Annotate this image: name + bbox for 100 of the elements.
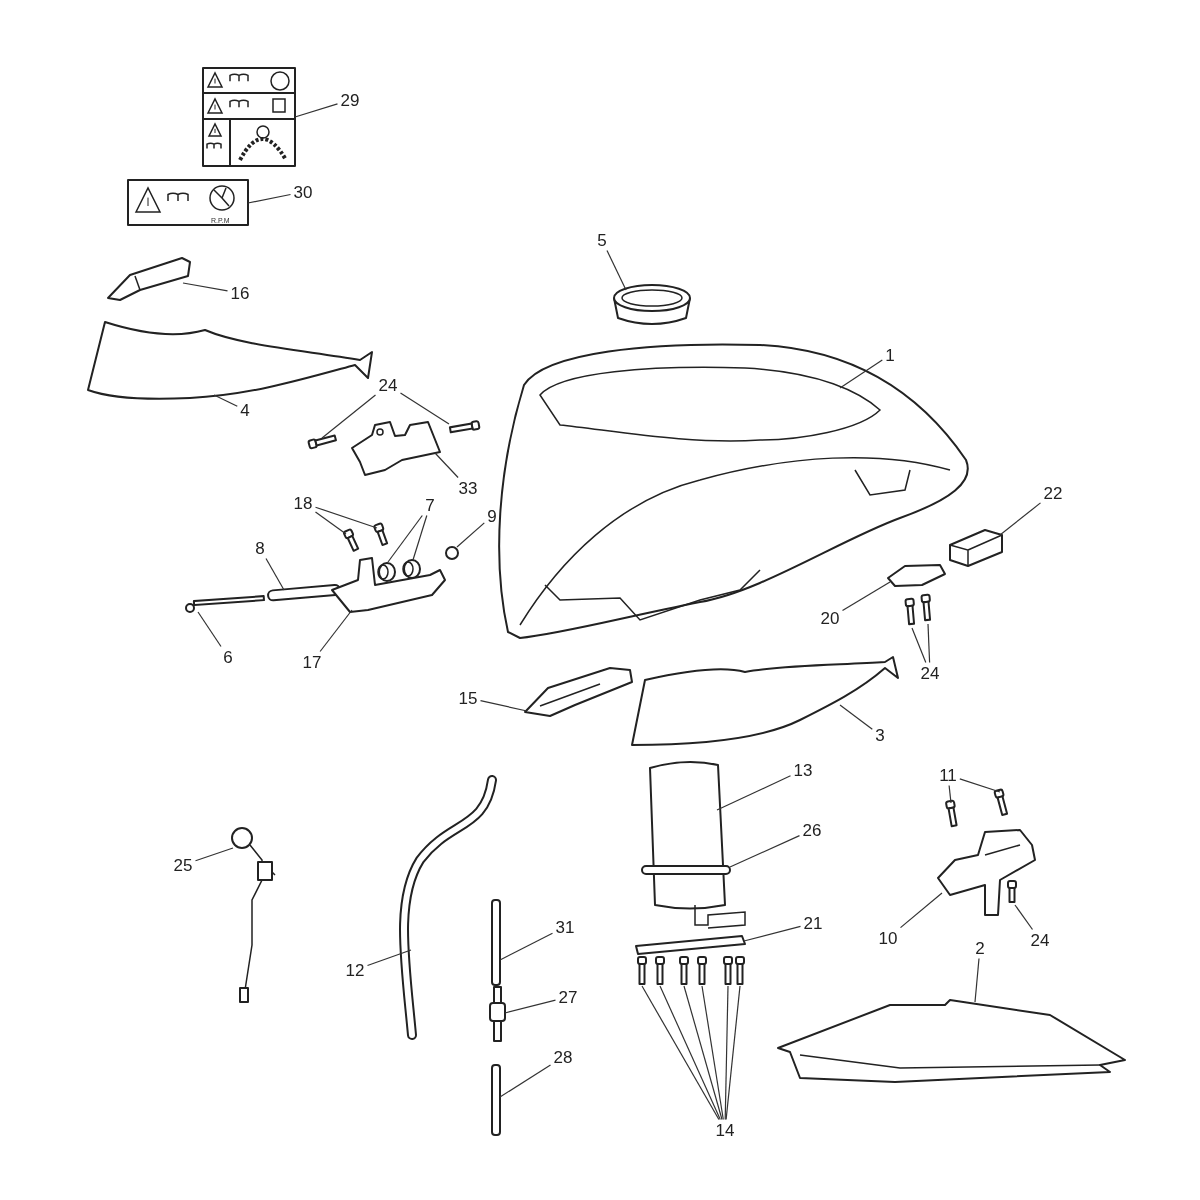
nut (445, 546, 459, 560)
warning-decal-drawing (127, 179, 249, 226)
callout-number: 16 (228, 283, 252, 303)
leader-line (716, 775, 792, 811)
screw (342, 527, 360, 552)
rubber-block (949, 529, 1003, 567)
bolt (993, 788, 1009, 817)
callout-number: 21 (801, 913, 825, 933)
callout-number: 4 (238, 400, 252, 420)
leader-line (743, 925, 802, 942)
leader-line (911, 627, 927, 664)
o-ring (641, 865, 731, 875)
leader-line (899, 892, 943, 929)
leader-line (197, 611, 222, 648)
bolt (679, 956, 689, 985)
leader-line (265, 557, 285, 591)
callout-number: 24 (376, 375, 400, 395)
leader-line (974, 957, 980, 1003)
callout-number: 26 (800, 820, 824, 840)
callout-number: 8 (253, 538, 267, 558)
side-panel (631, 656, 899, 746)
hose-connector (489, 986, 506, 1042)
leader-line (314, 511, 347, 535)
fuel-pump (649, 761, 746, 929)
leader-line (999, 502, 1042, 536)
callout-number: 7 (423, 495, 437, 515)
leader-line (927, 623, 931, 664)
leader-line (387, 514, 423, 563)
side-panel (87, 321, 373, 400)
heat-shield (777, 999, 1126, 1083)
leader-line (499, 932, 554, 961)
leader-line (948, 784, 952, 804)
bush (377, 562, 396, 582)
callout-number: 24 (1028, 930, 1052, 950)
bolt (697, 956, 707, 985)
leader-line (213, 394, 238, 407)
leader-line (659, 985, 721, 1121)
bolt (1007, 880, 1017, 903)
leader-line (683, 985, 723, 1121)
leader-line (247, 193, 292, 204)
screw (904, 597, 916, 626)
leader-line (701, 985, 724, 1121)
callout-number: 12 (343, 960, 367, 980)
leader-line (366, 949, 412, 967)
hose (491, 899, 501, 986)
callout-number: 2 (973, 938, 987, 958)
callout-number: 25 (171, 855, 195, 875)
leader-line (294, 103, 339, 118)
leader-line (606, 249, 627, 291)
callout-number: 22 (1041, 483, 1065, 503)
leader-line (1014, 904, 1034, 931)
leader-line (314, 506, 378, 529)
callout-number: 5 (595, 230, 609, 250)
trim-piece (524, 667, 633, 717)
tube (266, 583, 342, 602)
callout-number: 24 (918, 663, 942, 683)
warning-decal-drawing (202, 67, 296, 167)
fuel-level-sender (231, 827, 276, 1003)
callout-number: 9 (485, 506, 499, 526)
fuel-tank (498, 343, 969, 639)
callout-number: 33 (456, 478, 480, 498)
leader-line (412, 514, 428, 561)
callout-number: 20 (818, 608, 842, 628)
callout-number: 17 (300, 652, 324, 672)
bolt (723, 956, 733, 985)
screw (920, 593, 932, 622)
callout-number: 27 (556, 987, 580, 1007)
leader-line (504, 999, 557, 1014)
leader-line (841, 581, 891, 612)
filler-ring (613, 284, 691, 325)
leader-line (182, 282, 229, 292)
leader-line (839, 359, 883, 389)
screw (372, 522, 389, 546)
trim-piece (107, 257, 191, 301)
leader-line (479, 700, 528, 712)
gasket (635, 935, 746, 955)
bolt (307, 434, 337, 450)
callout-number: 10 (876, 928, 900, 948)
bolt (448, 419, 481, 434)
leader-line (839, 704, 873, 730)
bolt (735, 956, 745, 985)
bolt (637, 956, 647, 985)
leader-line (399, 392, 450, 425)
leader-line (456, 522, 485, 548)
callout-number: 31 (553, 917, 577, 937)
callout-number: 6 (221, 647, 235, 667)
mounting-bracket (937, 829, 1036, 916)
callout-number: 13 (791, 760, 815, 780)
leader-line (725, 985, 741, 1121)
rod (185, 595, 265, 613)
callout-number: 28 (551, 1047, 575, 1067)
leader-line (729, 835, 801, 868)
callout-number: 1 (883, 345, 897, 365)
callout-number: 30 (291, 182, 315, 202)
hose (491, 1064, 501, 1136)
leader-line (194, 847, 234, 862)
mounting-bracket (351, 421, 441, 476)
leader-line (319, 609, 353, 653)
callout-number: 11 (937, 765, 959, 785)
leader-line (321, 394, 377, 439)
